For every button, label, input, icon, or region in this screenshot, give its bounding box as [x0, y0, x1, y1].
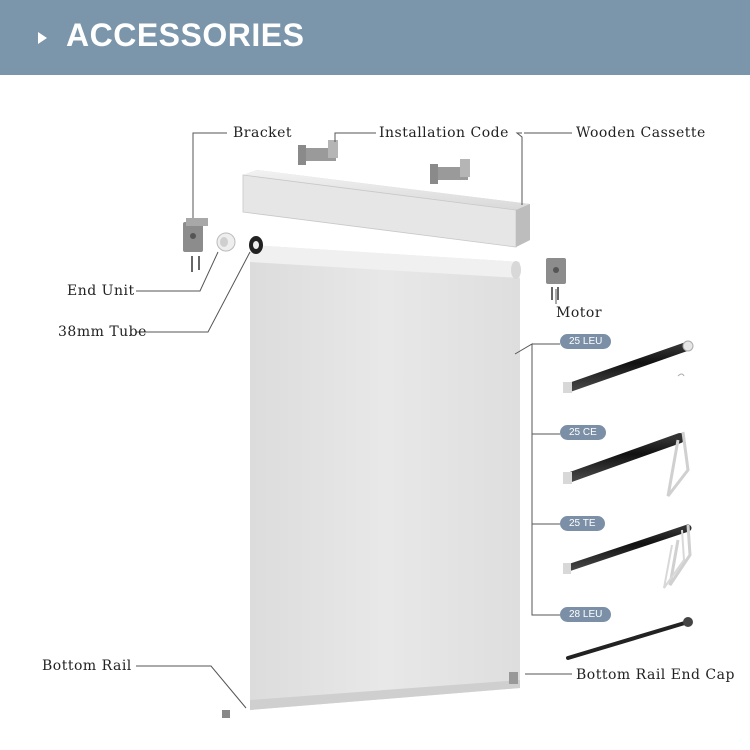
motor-25-leu: [563, 340, 694, 393]
motor-bracket: [546, 258, 566, 300]
label-38mm-tube: 38mm Tube: [58, 324, 147, 340]
bottom-rail: [250, 680, 520, 710]
label-end-unit: End Unit: [67, 283, 135, 299]
bottom-rail-end-cap-right: [509, 672, 518, 684]
motor-25-te: [563, 524, 692, 589]
label-bracket: Bracket: [233, 125, 293, 141]
bottom-rail-end-cap-left: [222, 710, 230, 718]
label-bottom-rail-end-cap: Bottom Rail End Cap: [576, 667, 735, 683]
wooden-cassette: [242, 170, 530, 248]
leader-lines: [136, 132, 572, 709]
motor-28-leu: [566, 617, 693, 660]
installation-clip-left: [298, 140, 338, 165]
badge-motor-25-leu: 25 LEU: [560, 334, 612, 349]
page-title: ACCESSORIES: [66, 17, 305, 53]
bracket-left: [183, 218, 208, 272]
badge-motor-25-te: 25 TE: [560, 516, 605, 531]
label-installation-code: Installation Code: [379, 125, 509, 141]
installation-clip-right: [430, 159, 470, 184]
roller-blind: [222, 236, 521, 718]
badge-motor-28-leu: 28 LEU: [560, 607, 612, 622]
header-banner: ACCESSORIES: [0, 0, 750, 75]
label-wooden-cassette: Wooden Cassette: [576, 125, 706, 141]
triangle-bullet-icon: [38, 32, 47, 44]
motor-25-ce: [563, 431, 690, 497]
label-motor: Motor: [556, 305, 603, 321]
end-unit: [216, 232, 236, 252]
label-bottom-rail: Bottom Rail: [42, 658, 132, 674]
badge-motor-25-ce: 25 CE: [560, 425, 606, 440]
